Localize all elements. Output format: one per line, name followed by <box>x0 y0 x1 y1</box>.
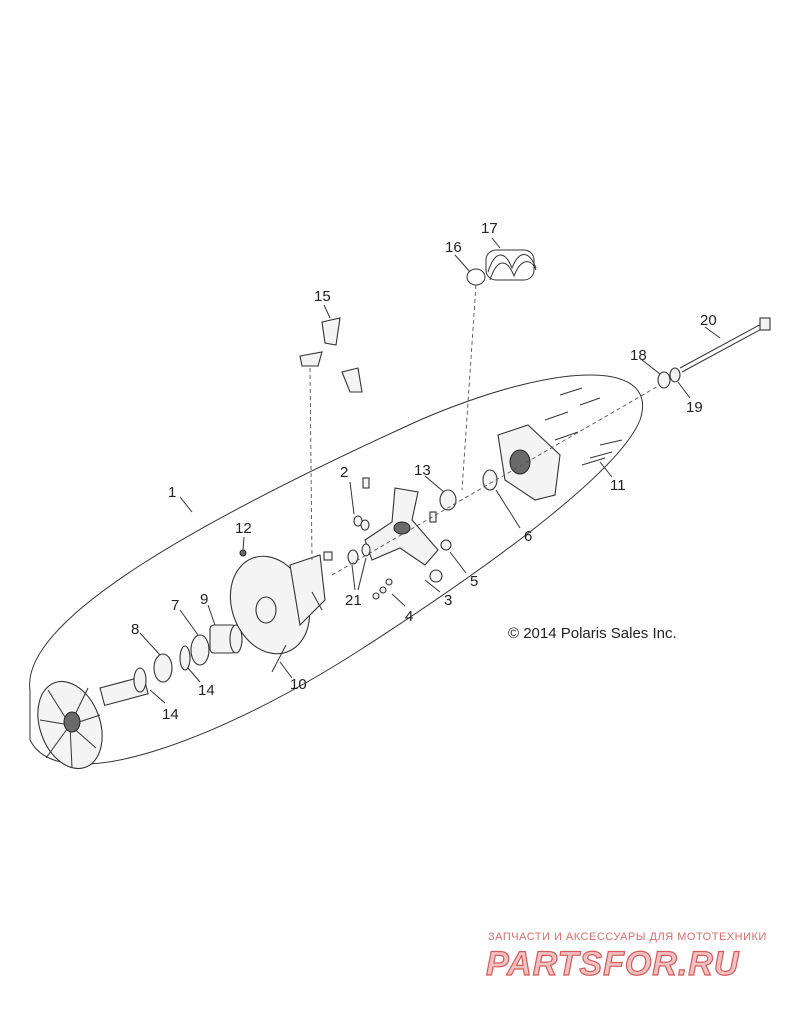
guide-line-weight <box>309 367 313 561</box>
screw-12 <box>239 549 247 557</box>
assembly-outline <box>29 374 643 765</box>
bolt-20 <box>679 317 771 373</box>
bushing-9 <box>209 624 243 654</box>
callout-1: 1 <box>168 484 176 501</box>
callout-14-right: 14 <box>198 682 215 699</box>
guide-line-axis <box>331 384 661 576</box>
washer-14-left <box>133 667 147 693</box>
callout-2: 2 <box>340 464 348 481</box>
callout-5: 5 <box>470 573 478 590</box>
callout-21: 21 <box>345 592 362 609</box>
callout-16: 16 <box>445 239 462 256</box>
spider-part <box>364 487 439 566</box>
callout-13: 13 <box>414 462 431 479</box>
callout-15: 15 <box>314 288 331 305</box>
weights-15 <box>299 317 363 393</box>
callout-8: 8 <box>131 621 139 638</box>
movable-sheave-part <box>229 554 326 673</box>
callout-6: 6 <box>524 528 532 545</box>
fixed-sheave-part <box>37 675 149 770</box>
watermark-brand: PARTSFOR.RU <box>486 945 740 983</box>
callout-9: 9 <box>200 591 208 608</box>
cover-part <box>482 424 561 501</box>
rollers-and-pins <box>323 477 452 600</box>
callout-18: 18 <box>630 347 647 364</box>
leader-lines <box>139 237 721 704</box>
washer-14-right <box>179 645 191 671</box>
nut-13 <box>439 489 457 511</box>
washer-19 <box>669 367 681 383</box>
spacer-8 <box>153 653 173 683</box>
callout-17: 17 <box>481 220 498 237</box>
callout-20: 20 <box>700 312 717 329</box>
washer-18 <box>657 371 671 389</box>
spacer-7 <box>190 634 210 666</box>
watermark-tagline: ЗАПЧАСТИ И АКСЕССУАРЫ ДЛЯ МОТОТЕХНИКИ <box>488 931 767 943</box>
callout-7: 7 <box>171 597 179 614</box>
spring-17 <box>485 249 537 281</box>
copyright-text: © 2014 Polaris Sales Inc. <box>508 625 677 642</box>
callout-4: 4 <box>405 608 413 625</box>
callout-12: 12 <box>235 520 252 537</box>
callout-14-left: 14 <box>162 706 179 723</box>
callout-11: 11 <box>610 477 626 494</box>
guide-line-spring <box>461 284 477 491</box>
bolts-11 <box>544 387 623 466</box>
callout-3: 3 <box>444 592 452 609</box>
callout-10: 10 <box>290 676 307 693</box>
callout-19: 19 <box>686 399 703 416</box>
